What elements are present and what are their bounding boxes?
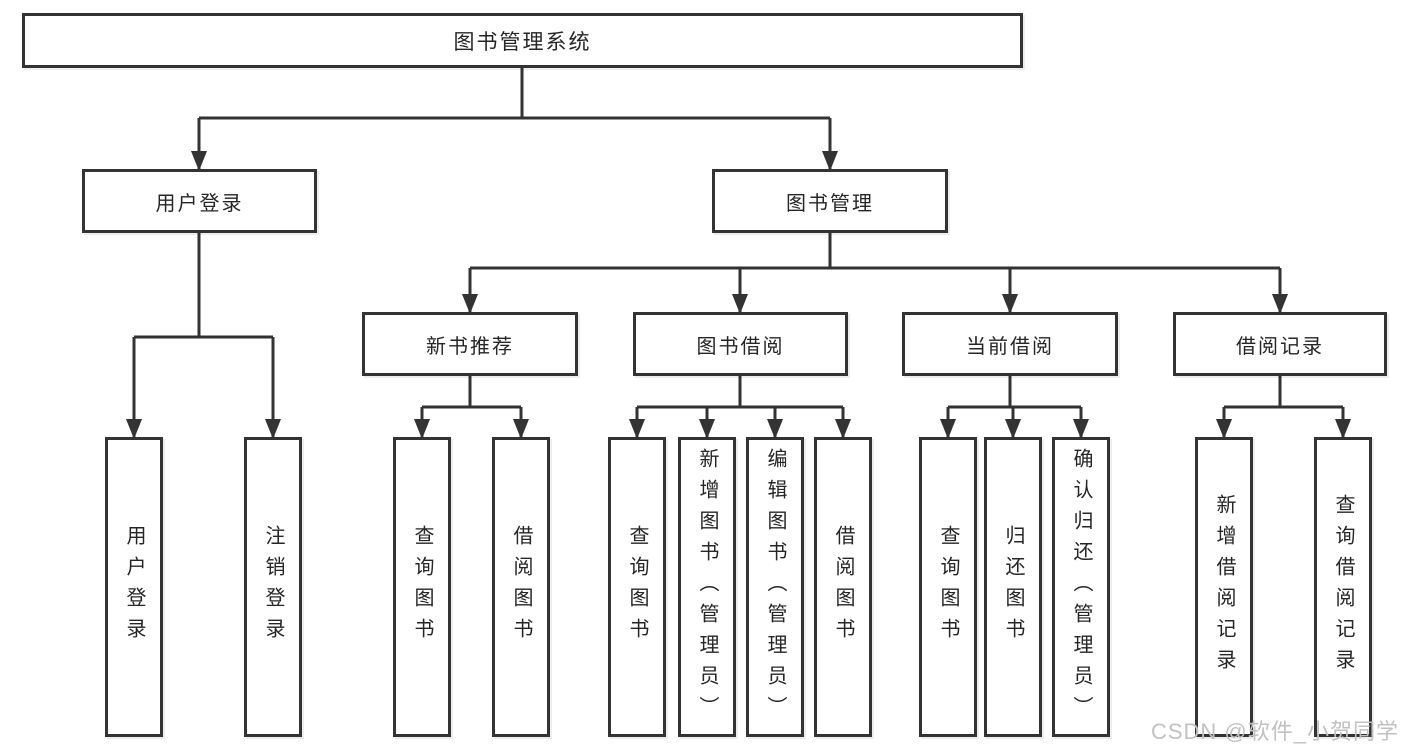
node-label: 用户登录 [155, 192, 244, 215]
node-label: 图书管理 [786, 192, 874, 215]
leaf-label: 新增借阅记录 [1213, 494, 1235, 680]
leaf-label: 编辑图书（管理员） [764, 447, 786, 727]
leaf-borrow-books-1: 借阅图书 [492, 437, 550, 737]
leaf-edit-books-admin: 编辑图书（管理员） [746, 437, 804, 737]
leaf-label: 用户登录 [123, 525, 145, 649]
node-book-borrow: 图书借阅 [633, 312, 848, 376]
leaf-label: 借阅图书 [510, 525, 532, 649]
leaf-label: 归还图书 [1002, 525, 1024, 649]
node-current-borrow: 当前借阅 [902, 312, 1118, 376]
leaf-query-books-3: 查询图书 [919, 437, 977, 737]
leaf-add-books-admin: 新增图书（管理员） [678, 437, 736, 737]
node-label: 借阅记录 [1236, 335, 1324, 358]
leaf-label: 新增图书（管理员） [696, 447, 718, 727]
leaf-confirm-return-admin: 确认归还（管理员） [1052, 437, 1110, 737]
leaf-label: 查询图书 [626, 525, 648, 649]
leaf-user-login: 用户登录 [105, 437, 163, 737]
leaf-return-books: 归还图书 [984, 437, 1042, 737]
node-label: 图书管理系统 [453, 30, 592, 54]
leaf-add-borrow-record: 新增借阅记录 [1195, 437, 1253, 737]
leaf-label: 查询借阅记录 [1332, 494, 1354, 680]
leaf-label: 注销登录 [262, 525, 284, 649]
node-label: 图书借阅 [696, 335, 785, 358]
leaf-label: 借阅图书 [832, 525, 854, 649]
leaf-label: 查询图书 [937, 525, 959, 649]
node-label: 当前借阅 [966, 335, 1054, 358]
leaf-label: 查询图书 [411, 525, 433, 649]
leaf-borrow-books-2: 借阅图书 [814, 437, 872, 737]
node-new-book-recommend: 新书推荐 [362, 312, 578, 376]
node-user-login: 用户登录 [82, 169, 317, 233]
node-borrow-records: 借阅记录 [1173, 312, 1387, 376]
leaf-logout: 注销登录 [244, 437, 302, 737]
node-system-root: 图书管理系统 [22, 13, 1023, 68]
node-book-management: 图书管理 [712, 169, 948, 233]
leaf-query-borrow-record: 查询借阅记录 [1314, 437, 1372, 737]
csdn-watermark: CSDN @软件_小贺同学 [1150, 719, 1399, 744]
leaf-query-books-1: 查询图书 [393, 437, 451, 737]
leaf-label: 确认归还（管理员） [1070, 447, 1092, 727]
leaf-query-books-2: 查询图书 [608, 437, 666, 737]
node-label: 新书推荐 [426, 335, 514, 358]
